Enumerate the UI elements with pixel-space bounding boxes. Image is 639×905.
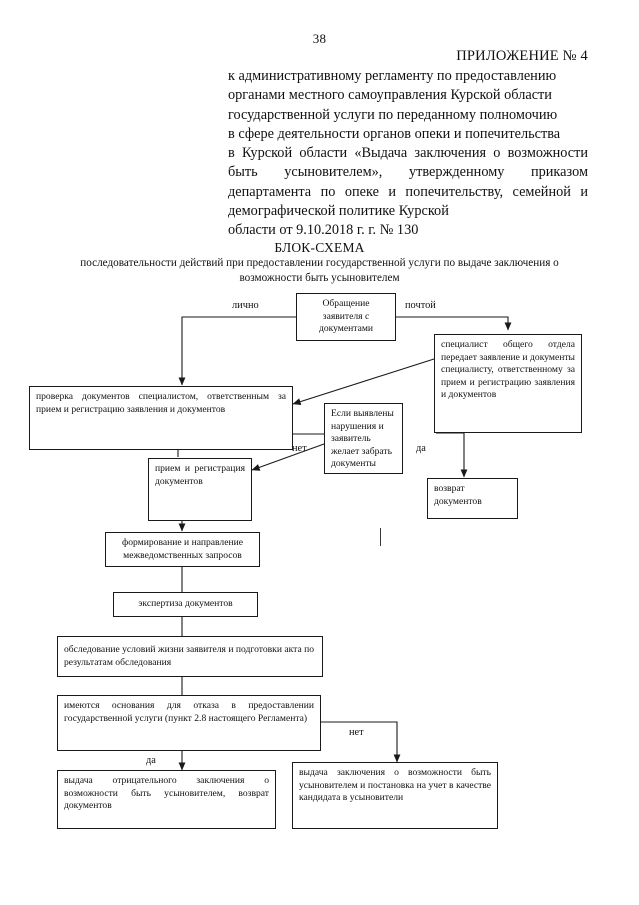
node-document-check[interactable]: проверка документов специалистом, ответс… [29,386,293,450]
node-living-conditions-survey-label: обследование условий жизни заявителя и п… [64,643,315,668]
node-accept-register-label: прием и регистрация документов [155,463,245,487]
appendix-title: ПРИЛОЖЕНИЕ № 4 [456,48,588,64]
node-general-dept-specialist-label: специалист общего отдела передает заявле… [441,339,575,401]
node-interdepartmental-requests-label: формирование и направление межведомствен… [121,536,243,561]
node-living-conditions-survey[interactable]: обследование условий жизни заявителя и п… [57,636,323,677]
intro-line-2: органами местного самоуправления Курской… [228,87,552,104]
node-violation-condition[interactable]: Если выявлены нарушения и заявитель жела… [324,403,403,474]
node-refusal-grounds[interactable]: имеются основания для отказа в предостав… [57,695,321,751]
node-positive-conclusion-label: выдача заключения о возможности быть усы… [299,767,491,804]
edge-label-no-violation: нет [292,443,307,454]
intro-line-6: области от 9.10.2018 г. г. № 130 [228,222,419,239]
node-interdepartmental-requests[interactable]: формирование и направление межведомствен… [105,532,260,567]
edge-label-by-mail: почтой [405,300,436,311]
intro-paragraph: к административному регламенту по предос… [228,67,588,241]
chart-subtitle: последовательности действий при предоста… [80,257,559,284]
edge-label-no-refusal: нет [349,727,364,738]
node-document-expertise-label: экспертиза документов [138,598,233,610]
node-positive-conclusion[interactable]: выдача заключения о возможности быть усы… [292,762,498,829]
node-negative-conclusion[interactable]: выдача отрицательного заключения о возмо… [57,770,276,829]
node-negative-conclusion-label: выдача отрицательного заключения о возмо… [64,775,269,812]
chart-title: БЛОК-СХЕМА [274,240,365,255]
intro-line-3: государственной услуги по переданному по… [228,106,558,123]
edge-label-in-person: лично [232,300,259,311]
scan-artifact-mark [380,528,381,546]
node-return-documents[interactable]: возврат документов [427,478,518,519]
node-accept-register[interactable]: прием и регистрация документов [148,458,252,521]
node-document-check-label: проверка документов специалистом, ответс… [36,391,286,415]
intro-line-5: в Курской области «Выдача заключения о в… [228,145,588,220]
node-application-label: Обращение заявителя с документами [318,298,374,335]
node-general-dept-specialist[interactable]: специалист общего отдела передает заявле… [434,334,582,433]
intro-line-4: в сфере деятельности органов опеки и поп… [228,125,561,142]
node-return-documents-label: возврат документов [434,483,482,507]
node-violation-condition-label: Если выявлены нарушения и заявитель жела… [331,408,394,470]
edge-label-yes-refusal: да [146,755,156,766]
edge-label-yes-violation: да [416,443,426,454]
node-document-expertise[interactable]: экспертиза документов [113,592,258,617]
node-refusal-grounds-label: имеются основания для отказа в предостав… [64,700,314,724]
node-application[interactable]: Обращение заявителя с документами [296,293,396,341]
page-number: 38 [312,31,327,46]
intro-line-1: к административному регламенту по предос… [228,68,557,84]
